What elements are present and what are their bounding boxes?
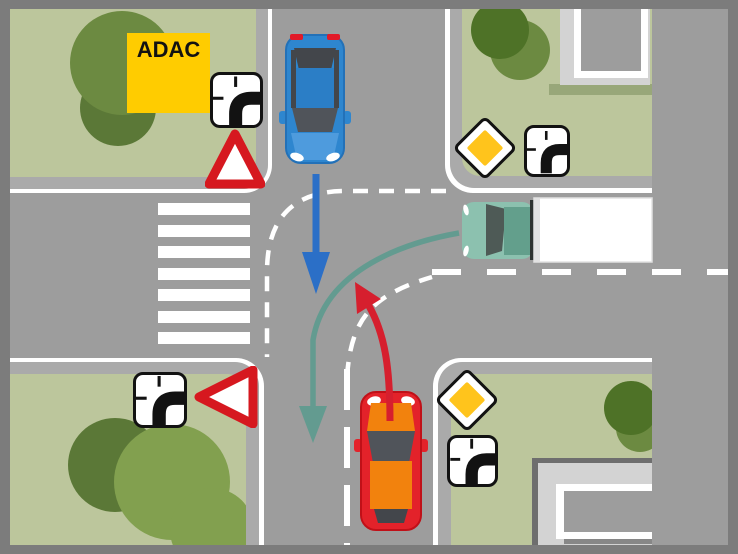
priority-road-diamond-icon (448, 381, 486, 419)
taillight (290, 34, 303, 40)
building-bottom-right-edge (532, 458, 652, 463)
building-shadow (549, 84, 652, 95)
crosswalk-stripe (158, 225, 250, 237)
tree (471, 1, 529, 59)
blue-route-arrow (302, 174, 330, 294)
headlight (463, 204, 469, 216)
blue-car (279, 33, 351, 167)
crosswalk-stripe (158, 289, 250, 301)
rear-window (374, 509, 408, 523)
headlight (290, 152, 304, 162)
windshield (367, 431, 415, 463)
windshield (292, 108, 338, 132)
priority-road-turns-right-icon (527, 131, 567, 174)
crosswalk-stripe (158, 311, 250, 323)
priority-course-plaque-top-right (524, 125, 570, 177)
building-top-right-courtyard (581, 0, 641, 71)
side-window (291, 50, 296, 108)
taillight (327, 34, 340, 40)
hood (367, 403, 415, 431)
frame-bottom (0, 545, 738, 554)
adac-logo: ADAC (127, 33, 210, 113)
crosswalk-stripe (158, 203, 250, 215)
priority-course-plaque-bottom-left (133, 372, 187, 428)
truck-cab-roof (504, 207, 534, 255)
priority-course-plaque-bottom-right (447, 435, 498, 487)
truck-box (533, 197, 653, 263)
frame-right (728, 0, 738, 554)
box-truck (456, 195, 654, 265)
yield-sign-top-left (205, 129, 265, 189)
priority-road-turns-right-icon (450, 438, 495, 484)
red-car (354, 389, 428, 533)
zebra-crosswalk (158, 203, 250, 345)
priority-curve-inner-dashed (344, 274, 433, 378)
side-window (334, 50, 339, 108)
priority-course-plaque-top-left (210, 72, 263, 128)
crosswalk-stripe (158, 246, 250, 258)
building-bottom-right-courtyard (564, 491, 652, 532)
priority-road-turns-right-icon (136, 376, 184, 425)
frame-top (0, 0, 738, 9)
roof (296, 68, 334, 110)
crosswalk-stripe (158, 268, 250, 280)
rear-window (294, 48, 336, 70)
priority-curve-outer-dashed (264, 188, 446, 357)
priority-road-turns-right-icon (213, 76, 260, 125)
roof (370, 461, 412, 509)
yield-triangle-icon (205, 129, 265, 189)
frame-left (0, 0, 10, 554)
building-bottom-right-edge (532, 458, 538, 546)
adac-logo-text: ADAC (136, 37, 201, 62)
priority-road-diamond-icon (466, 129, 504, 167)
headlight (326, 152, 340, 162)
truck-windshield (486, 204, 506, 256)
truck-cab-box-divider (530, 200, 534, 260)
crosswalk-stripe (158, 332, 250, 344)
truck-box-front-strip (534, 198, 540, 262)
yield-sign-bottom-left (194, 366, 258, 428)
building-bottom-right-inner-shadow (564, 539, 652, 544)
tree (604, 381, 652, 435)
hood (291, 133, 339, 160)
yield-triangle-icon (194, 366, 258, 428)
headlight (463, 245, 469, 257)
